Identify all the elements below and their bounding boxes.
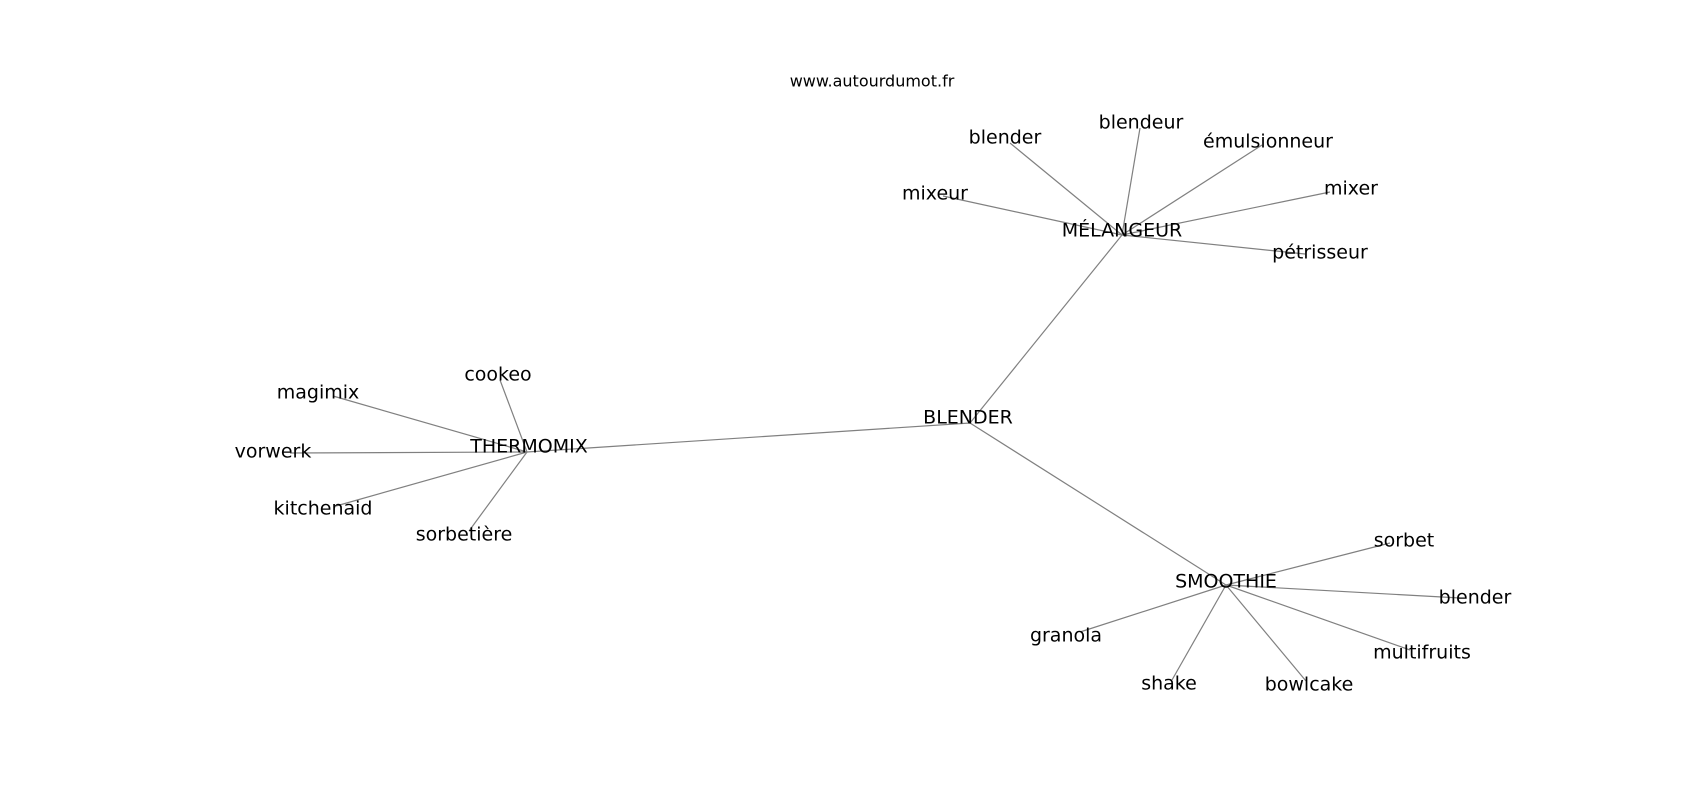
node-label-thermomix: THERMOMIX (469, 436, 587, 458)
node-label-t-magimix: magimix (277, 382, 360, 404)
edge-smoothie-s_bowlcake (1225, 584, 1307, 682)
node-label-s-granola: granola (1030, 625, 1102, 647)
node-label-m-blendeur: blendeur (1099, 112, 1184, 134)
edge-melangeur-m_blender (1009, 142, 1123, 236)
edge-blender_root-smoothie (969, 422, 1227, 586)
graph-labels: BLENDER MÉLANGEUR THERMOMIX SMOOTHIE blender… (235, 112, 1512, 696)
edge-melangeur-m_blendeur (1121, 127, 1141, 236)
edge-melangeur-m_mixeur (942, 195, 1123, 236)
edge-smoothie-s_sorbet (1225, 542, 1391, 586)
node-label-m-mixeur: mixeur (902, 183, 968, 205)
node-label-s-shake: shake (1141, 673, 1197, 695)
edge-blender_root-melangeur (969, 234, 1123, 424)
edge-thermomix-t_kitchenaid (335, 451, 528, 507)
edge-smoothie-s_multifruits (1225, 584, 1411, 651)
edge-thermomix-t_sorbetiere (468, 451, 528, 532)
edge-melangeur-m_emulsionneur (1121, 144, 1263, 236)
node-label-m-blender: blender (969, 127, 1042, 149)
edge-blender_root-thermomix (526, 422, 971, 453)
node-label-s-multifruits: multifruits (1373, 642, 1471, 664)
edge-smoothie-s_shake (1171, 584, 1227, 681)
edge-thermomix-t_cookeo (499, 379, 528, 453)
node-label-smoothie: SMOOTHIE (1175, 571, 1277, 593)
edge-smoothie-s_blender (1225, 584, 1461, 599)
edge-thermomix-t_magimix (332, 395, 528, 453)
node-label-melangeur: MÉLANGEUR (1062, 219, 1182, 242)
node-label-blender-root: BLENDER (923, 407, 1013, 429)
source-watermark: www.autourdumot.fr (790, 72, 955, 91)
node-label-s-blender: blender (1439, 587, 1512, 609)
node-label-m-petrisseur: pétrisseur (1272, 242, 1368, 264)
node-label-t-sorbetiere: sorbetière (416, 524, 513, 546)
edge-melangeur-m_mixer (1121, 191, 1331, 236)
graph-edges (289, 127, 1461, 682)
edge-smoothie-s_granola (1079, 584, 1227, 633)
node-label-t-kitchenaid: kitchenaid (274, 498, 373, 520)
node-label-s-bowlcake: bowlcake (1265, 674, 1354, 696)
node-label-s-sorbet: sorbet (1374, 530, 1435, 552)
node-label-m-mixer: mixer (1324, 178, 1378, 200)
node-label-t-vorwerk: vorwerk (235, 441, 312, 463)
edge-thermomix-t_vorwerk (289, 451, 528, 454)
edge-melangeur-m_petrisseur (1121, 234, 1306, 255)
node-label-m-emulsionneur: émulsionneur (1203, 131, 1333, 153)
node-label-t-cookeo: cookeo (464, 364, 531, 386)
